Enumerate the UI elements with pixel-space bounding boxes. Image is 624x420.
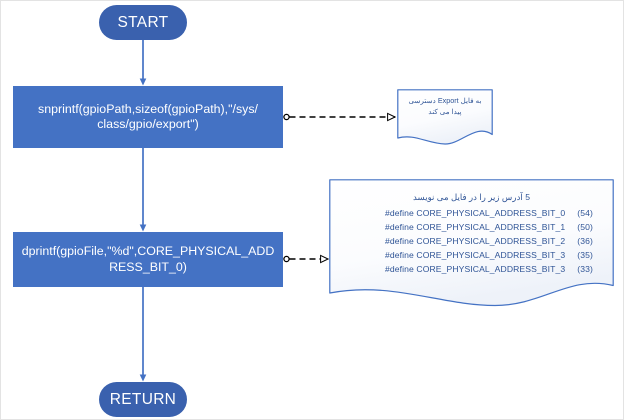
note-export-access[interactable]: به فایل Export دسترسی پیدا می کند — [397, 89, 493, 145]
define-directive: #define CORE_PHYSICAL_ADDRESS_BIT_0 — [385, 207, 566, 218]
define-directive: #define CORE_PHYSICAL_ADDRESS_BIT_2 — [385, 235, 566, 246]
define-row: #define CORE_PHYSICAL_ADDRESS_BIT_3 (33) — [385, 263, 604, 277]
document-shape-icon — [329, 179, 614, 307]
define-directive: #define CORE_PHYSICAL_ADDRESS_BIT_3 — [385, 263, 566, 274]
define-value: (33) — [577, 263, 593, 274]
define-row: #define CORE_PHYSICAL_ADDRESS_BIT_3 (35) — [385, 249, 604, 263]
node-start[interactable]: START — [99, 5, 187, 40]
define-row: #define CORE_PHYSICAL_ADDRESS_BIT_0 (54) — [385, 207, 604, 221]
define-directive: #define CORE_PHYSICAL_ADDRESS_BIT_3 — [385, 249, 566, 260]
define-row: #define CORE_PHYSICAL_ADDRESS_BIT_1 (50) — [385, 221, 604, 235]
define-value: (54) — [577, 207, 593, 218]
define-value: (36) — [577, 235, 593, 246]
define-row: #define CORE_PHYSICAL_ADDRESS_BIT_2 (36) — [385, 235, 604, 249]
note-defines-list[interactable]: 5 آدرس زیر را در فایل می نویسد #define C… — [329, 179, 614, 307]
define-value: (35) — [577, 249, 593, 260]
define-list: #define CORE_PHYSICAL_ADDRESS_BIT_0(54) … — [339, 207, 604, 277]
define-value: (50) — [577, 221, 593, 232]
note-defines-heading: 5 آدرس زیر را در فایل می نویسد — [413, 192, 530, 202]
note-export-line-1: به فایل Export دسترسی — [408, 96, 482, 105]
note-export-line-2: پیدا می کند — [428, 106, 462, 116]
connector-snprintf-to-export-note — [283, 114, 395, 119]
node-return-label: RETURN — [109, 390, 177, 408]
dprintf-line-2: RESS_BIT_0) — [109, 259, 187, 274]
dprintf-line-1: dprintf(gpioFile,"%d",CORE_PHYSICAL_ADD — [21, 244, 275, 258]
document-shape-icon — [397, 89, 493, 145]
node-process-snprintf-label: snprintf(gpioPath,sizeof(gpioPath),"/sys… — [19, 102, 277, 133]
define-directive: #define CORE_PHYSICAL_ADDRESS_BIT_1 — [385, 221, 566, 232]
note-export-content: به فایل Export دسترسی پیدا می کند — [397, 89, 493, 145]
snprintf-line-2: class/gpio/export") — [97, 117, 199, 131]
node-process-dprintf-label: dprintf(gpioFile,"%d",CORE_PHYSICAL_ADD … — [19, 244, 277, 275]
node-process-snprintf[interactable]: snprintf(gpioPath,sizeof(gpioPath),"/sys… — [13, 86, 283, 148]
node-return[interactable]: RETURN — [99, 382, 187, 417]
note-defines-content: 5 آدرس زیر را در فایل می نویسد #define C… — [329, 179, 614, 307]
node-start-label: START — [117, 13, 169, 31]
node-process-dprintf[interactable]: dprintf(gpioFile,"%d",CORE_PHYSICAL_ADD … — [13, 232, 283, 287]
snprintf-line-1: snprintf(gpioPath,sizeof(gpioPath),"/sys… — [38, 101, 258, 116]
connector-dprintf-to-defines-note — [283, 256, 328, 261]
